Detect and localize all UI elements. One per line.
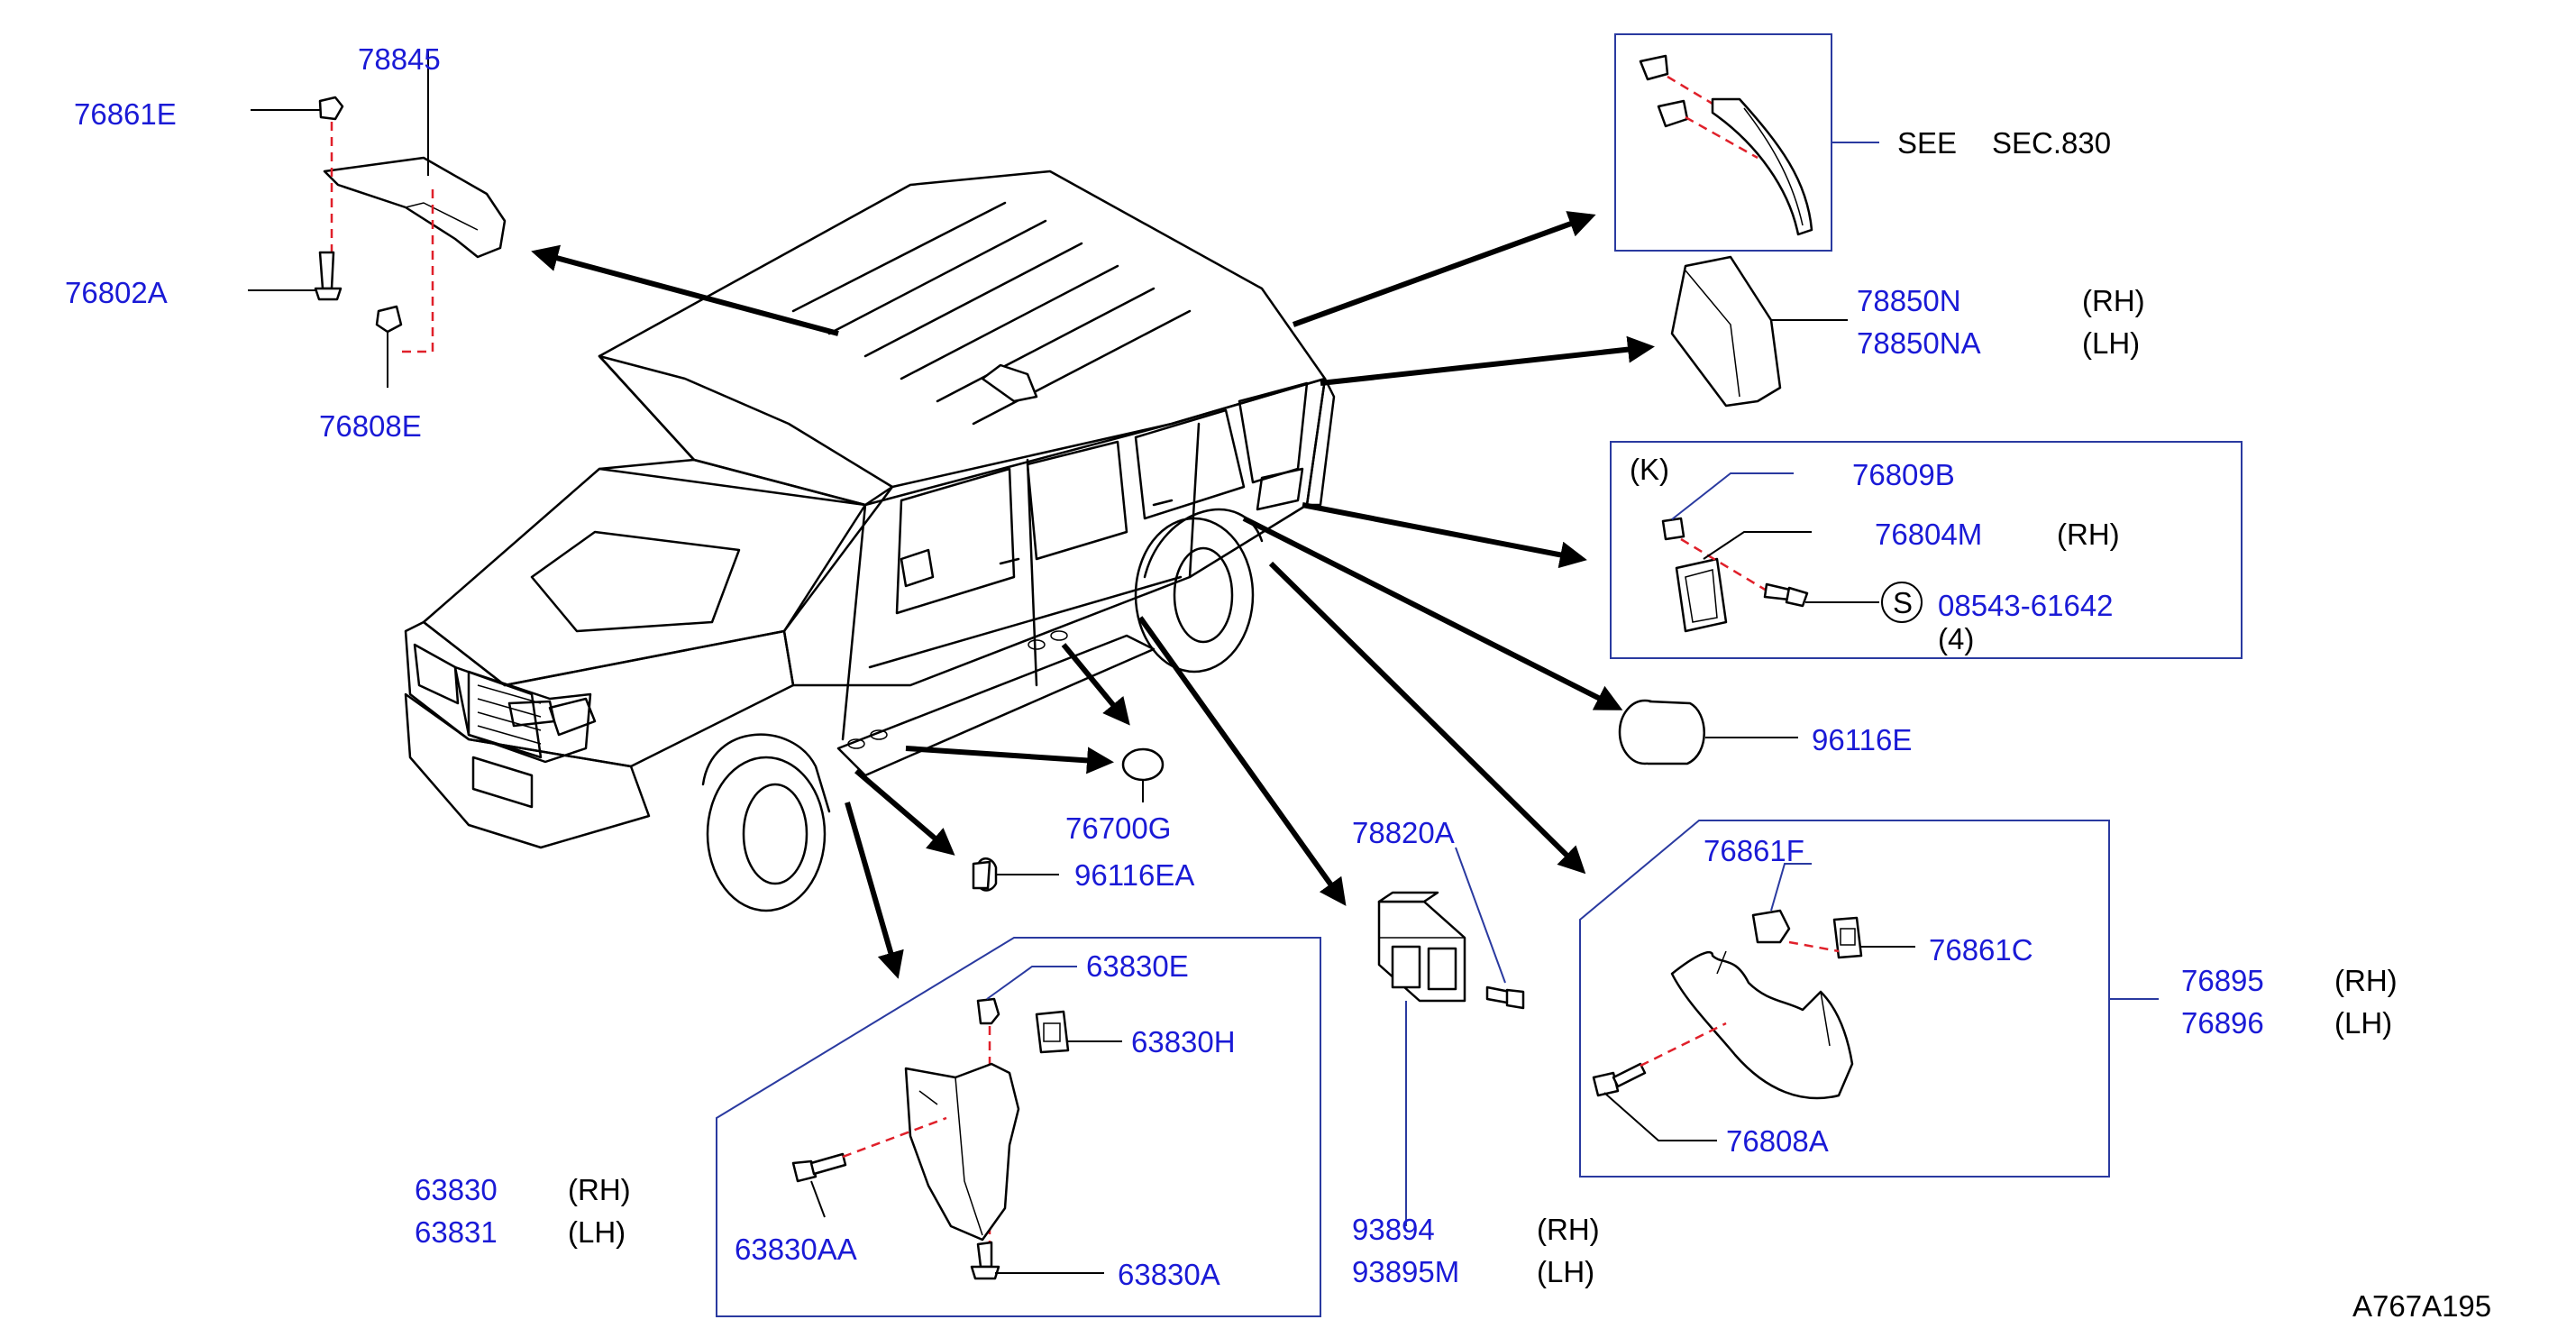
k-label: (K) <box>1630 453 1669 486</box>
quantity-label: (4) <box>1938 622 1974 655</box>
pointer-arrows <box>531 211 1655 979</box>
part-08543-61642-label: 08543-61642 <box>1938 589 2114 622</box>
76896-lh-label: (LH) <box>2334 1006 2392 1040</box>
part-63830H-label: 63830H <box>1131 1025 1236 1058</box>
78850-part <box>1670 255 1848 408</box>
96116E-plug <box>1618 699 1798 765</box>
part-63830-label: 63830 <box>415 1173 498 1206</box>
mud-guard-front-box <box>716 937 1321 1317</box>
part-63831-label: 63831 <box>415 1215 498 1249</box>
part-96116E-label: 96116E <box>1812 723 1912 756</box>
part-93895M-label: 93895M <box>1352 1255 1459 1288</box>
63831-lh-label: (LH) <box>568 1215 626 1249</box>
78850N-rh-label: (RH) <box>2082 284 2145 317</box>
63830-rh-label: (RH) <box>568 1173 631 1206</box>
part-76804M-label: 76804M <box>1875 518 1982 551</box>
small-plugs <box>972 747 1165 892</box>
part-78845-label: 78845 <box>358 42 441 76</box>
part-96116EA-label: 96116EA <box>1074 858 1194 892</box>
part-76861C-label: 76861C <box>1929 933 2033 967</box>
part-76896-label: 76896 <box>2181 1006 2264 1040</box>
part-76895-label: 76895 <box>2181 964 2264 997</box>
sec830-label: SEC.830 <box>1992 126 2111 160</box>
part-76809B-label: 76809B <box>1852 458 1955 491</box>
part-63830E-label: 63830E <box>1086 949 1189 983</box>
76804M-rh-label: (RH) <box>2057 518 2120 551</box>
76895-rh-label: (RH) <box>2334 964 2398 997</box>
vehicle-drawing <box>404 170 1336 912</box>
part-78850NA-label: 78850NA <box>1857 326 1981 360</box>
78850NA-lh-label: (LH) <box>2082 326 2140 360</box>
part-76808E-label: 76808E <box>319 409 422 443</box>
93894-bracket <box>1377 847 1525 1226</box>
screw-symbol-label: S <box>1893 586 1913 619</box>
roof-spoiler-assembly <box>248 50 507 388</box>
part-76700G-label: 76700G <box>1065 811 1171 845</box>
diagram-code-label: A767A195 <box>2352 1289 2491 1323</box>
part-63830A-label: 63830A <box>1118 1258 1220 1291</box>
part-76861E-label: 76861E <box>74 97 177 131</box>
93894-rh-label: (RH) <box>1537 1213 1600 1246</box>
part-63830AA-label: 63830AA <box>735 1233 857 1266</box>
part-76861F-label: 76861F <box>1704 834 1804 867</box>
mud-guard-rear-box <box>1579 820 2159 1178</box>
part-93894-label: 93894 <box>1352 1213 1435 1246</box>
part-78820A-label: 78820A <box>1352 816 1455 849</box>
see-label: SEE <box>1897 126 1957 160</box>
part-78850N-label: 78850N <box>1857 284 1961 317</box>
part-76808A-label: 76808A <box>1726 1124 1829 1158</box>
k-box <box>1610 441 2243 659</box>
part-76802A-label: 76802A <box>65 276 168 309</box>
93895M-lh-label: (LH) <box>1537 1255 1594 1288</box>
sec830-reference-box <box>1614 33 1879 252</box>
